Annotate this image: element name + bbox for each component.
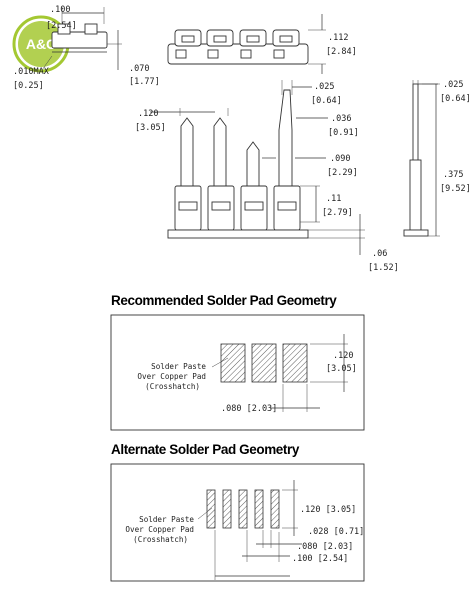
alt-pad-3 [238,489,248,529]
dim-036-mm: [0.91] [328,128,359,138]
dim-120: .120 [138,109,158,119]
dim-375-mm: [9.52] [440,184,471,194]
recommended-label-1: Solder Paste [151,362,206,371]
dim-025: .025 [314,82,334,92]
dim-112: .112 [328,33,348,43]
solder-pad-3 [282,343,308,383]
dim-100-mm: [2.54] [46,21,77,31]
dim-090-mm: [2.29] [327,168,358,178]
dim-11: .11 [326,194,341,204]
alt-pad-5 [270,489,280,529]
dim-375: .375 [443,170,463,180]
dim-090: .090 [330,154,350,164]
alternate-label-1: Solder Paste [139,515,194,524]
dim-11-mm: [2.79] [322,208,353,218]
alternate-dim-120: .120 [3.05] [300,505,356,515]
connector-side-view [403,80,440,237]
dim-010-mm: [0.25] [13,81,44,91]
alternate-dim-028: .028 [0.71] [308,527,364,537]
recommended-label-3: (Crosshatch) [145,382,200,391]
dim-100: .100 [50,5,70,15]
alternate-title: Alternate Solder Pad Geometry [111,442,300,457]
dim-070-mm: [1.77] [129,77,160,87]
dim-06: .06 [372,249,387,259]
solder-pad-1 [220,343,246,383]
small-side-part [41,7,122,71]
dim-070: .070 [129,64,149,74]
alternate-dim-100: .100 [2.54] [292,554,348,564]
logo-text: A&C [26,36,56,52]
dim-side-025: .025 [443,80,463,90]
alt-pad-4 [254,489,264,529]
dim-036: .036 [331,114,351,124]
dim-06-mm: [1.52] [368,263,399,273]
alternate-label-3: (Crosshatch) [133,535,188,544]
dim-010: .010MAX [13,67,50,77]
alternate-dim-080: .080 [2.03] [297,542,353,552]
dim-side-025-mm: [0.64] [440,94,471,104]
alt-pad-2 [222,489,232,529]
solder-pad-2 [251,343,277,383]
recommended-dim-120: .120 [333,351,353,361]
recommended-label-2: Over Copper Pad [137,372,206,381]
recommended-dim-120-mm: [3.05] [326,364,357,374]
dim-025-mm: [0.64] [311,96,342,106]
dim-120-mm: [3.05] [135,123,166,133]
alternate-label-2: Over Copper Pad [125,525,194,534]
connector-top-view [167,14,326,74]
recommended-dim-080: .080 [2.03] [221,404,277,414]
recommended-pad-box [110,314,365,431]
recommended-title: Recommended Solder Pad Geometry [111,293,337,308]
connector-front-view [150,80,365,255]
dim-112-mm: [2.84] [326,47,357,57]
alternate-pad-box [110,463,365,582]
